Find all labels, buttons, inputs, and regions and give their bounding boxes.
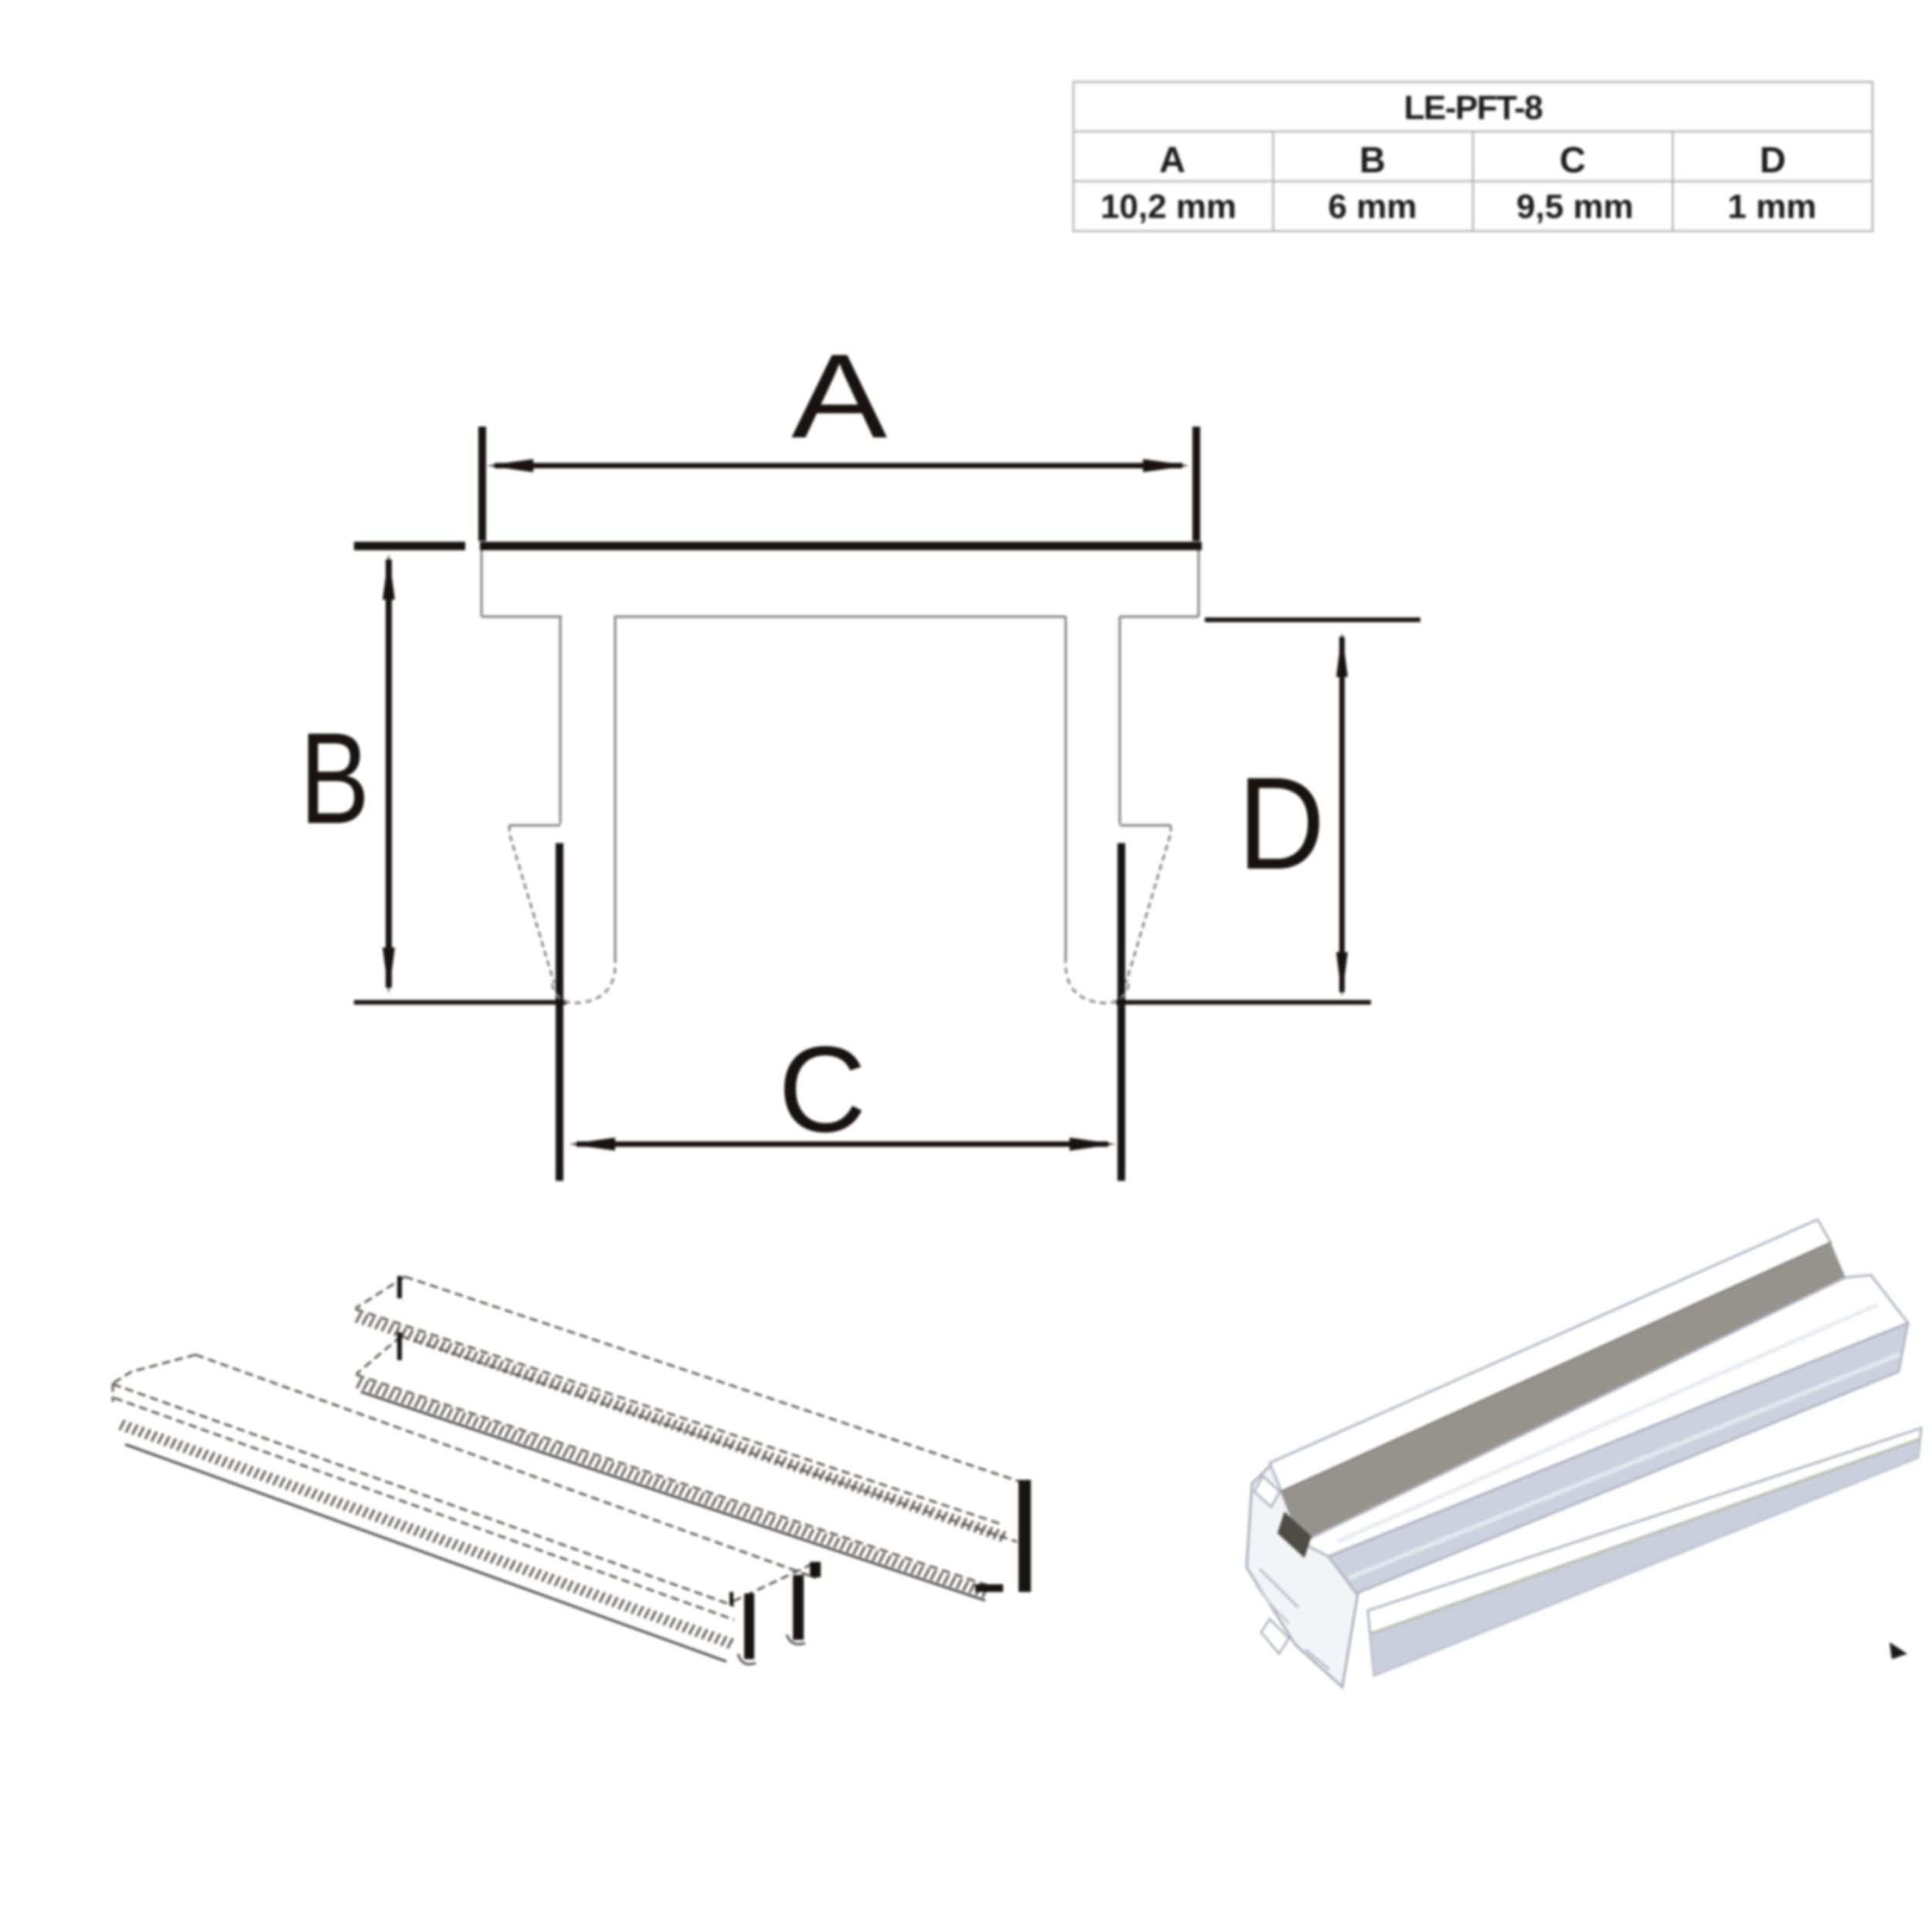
svg-text:C: C: [1560, 139, 1586, 180]
svg-text:9,5 mm: 9,5 mm: [1516, 188, 1634, 226]
svg-text:1 mm: 1 mm: [1728, 188, 1817, 226]
svg-text:LE-PFT-8: LE-PFT-8: [1404, 89, 1543, 127]
svg-text:B: B: [300, 706, 370, 851]
svg-text:C: C: [778, 1022, 866, 1158]
svg-text:D: D: [1238, 750, 1325, 896]
svg-text:A: A: [791, 330, 887, 464]
svg-text:6 mm: 6 mm: [1328, 188, 1417, 226]
svg-text:D: D: [1760, 139, 1786, 180]
svg-text:B: B: [1359, 139, 1386, 180]
svg-text:10,2 mm: 10,2 mm: [1100, 188, 1236, 226]
svg-text:A: A: [1159, 139, 1185, 180]
